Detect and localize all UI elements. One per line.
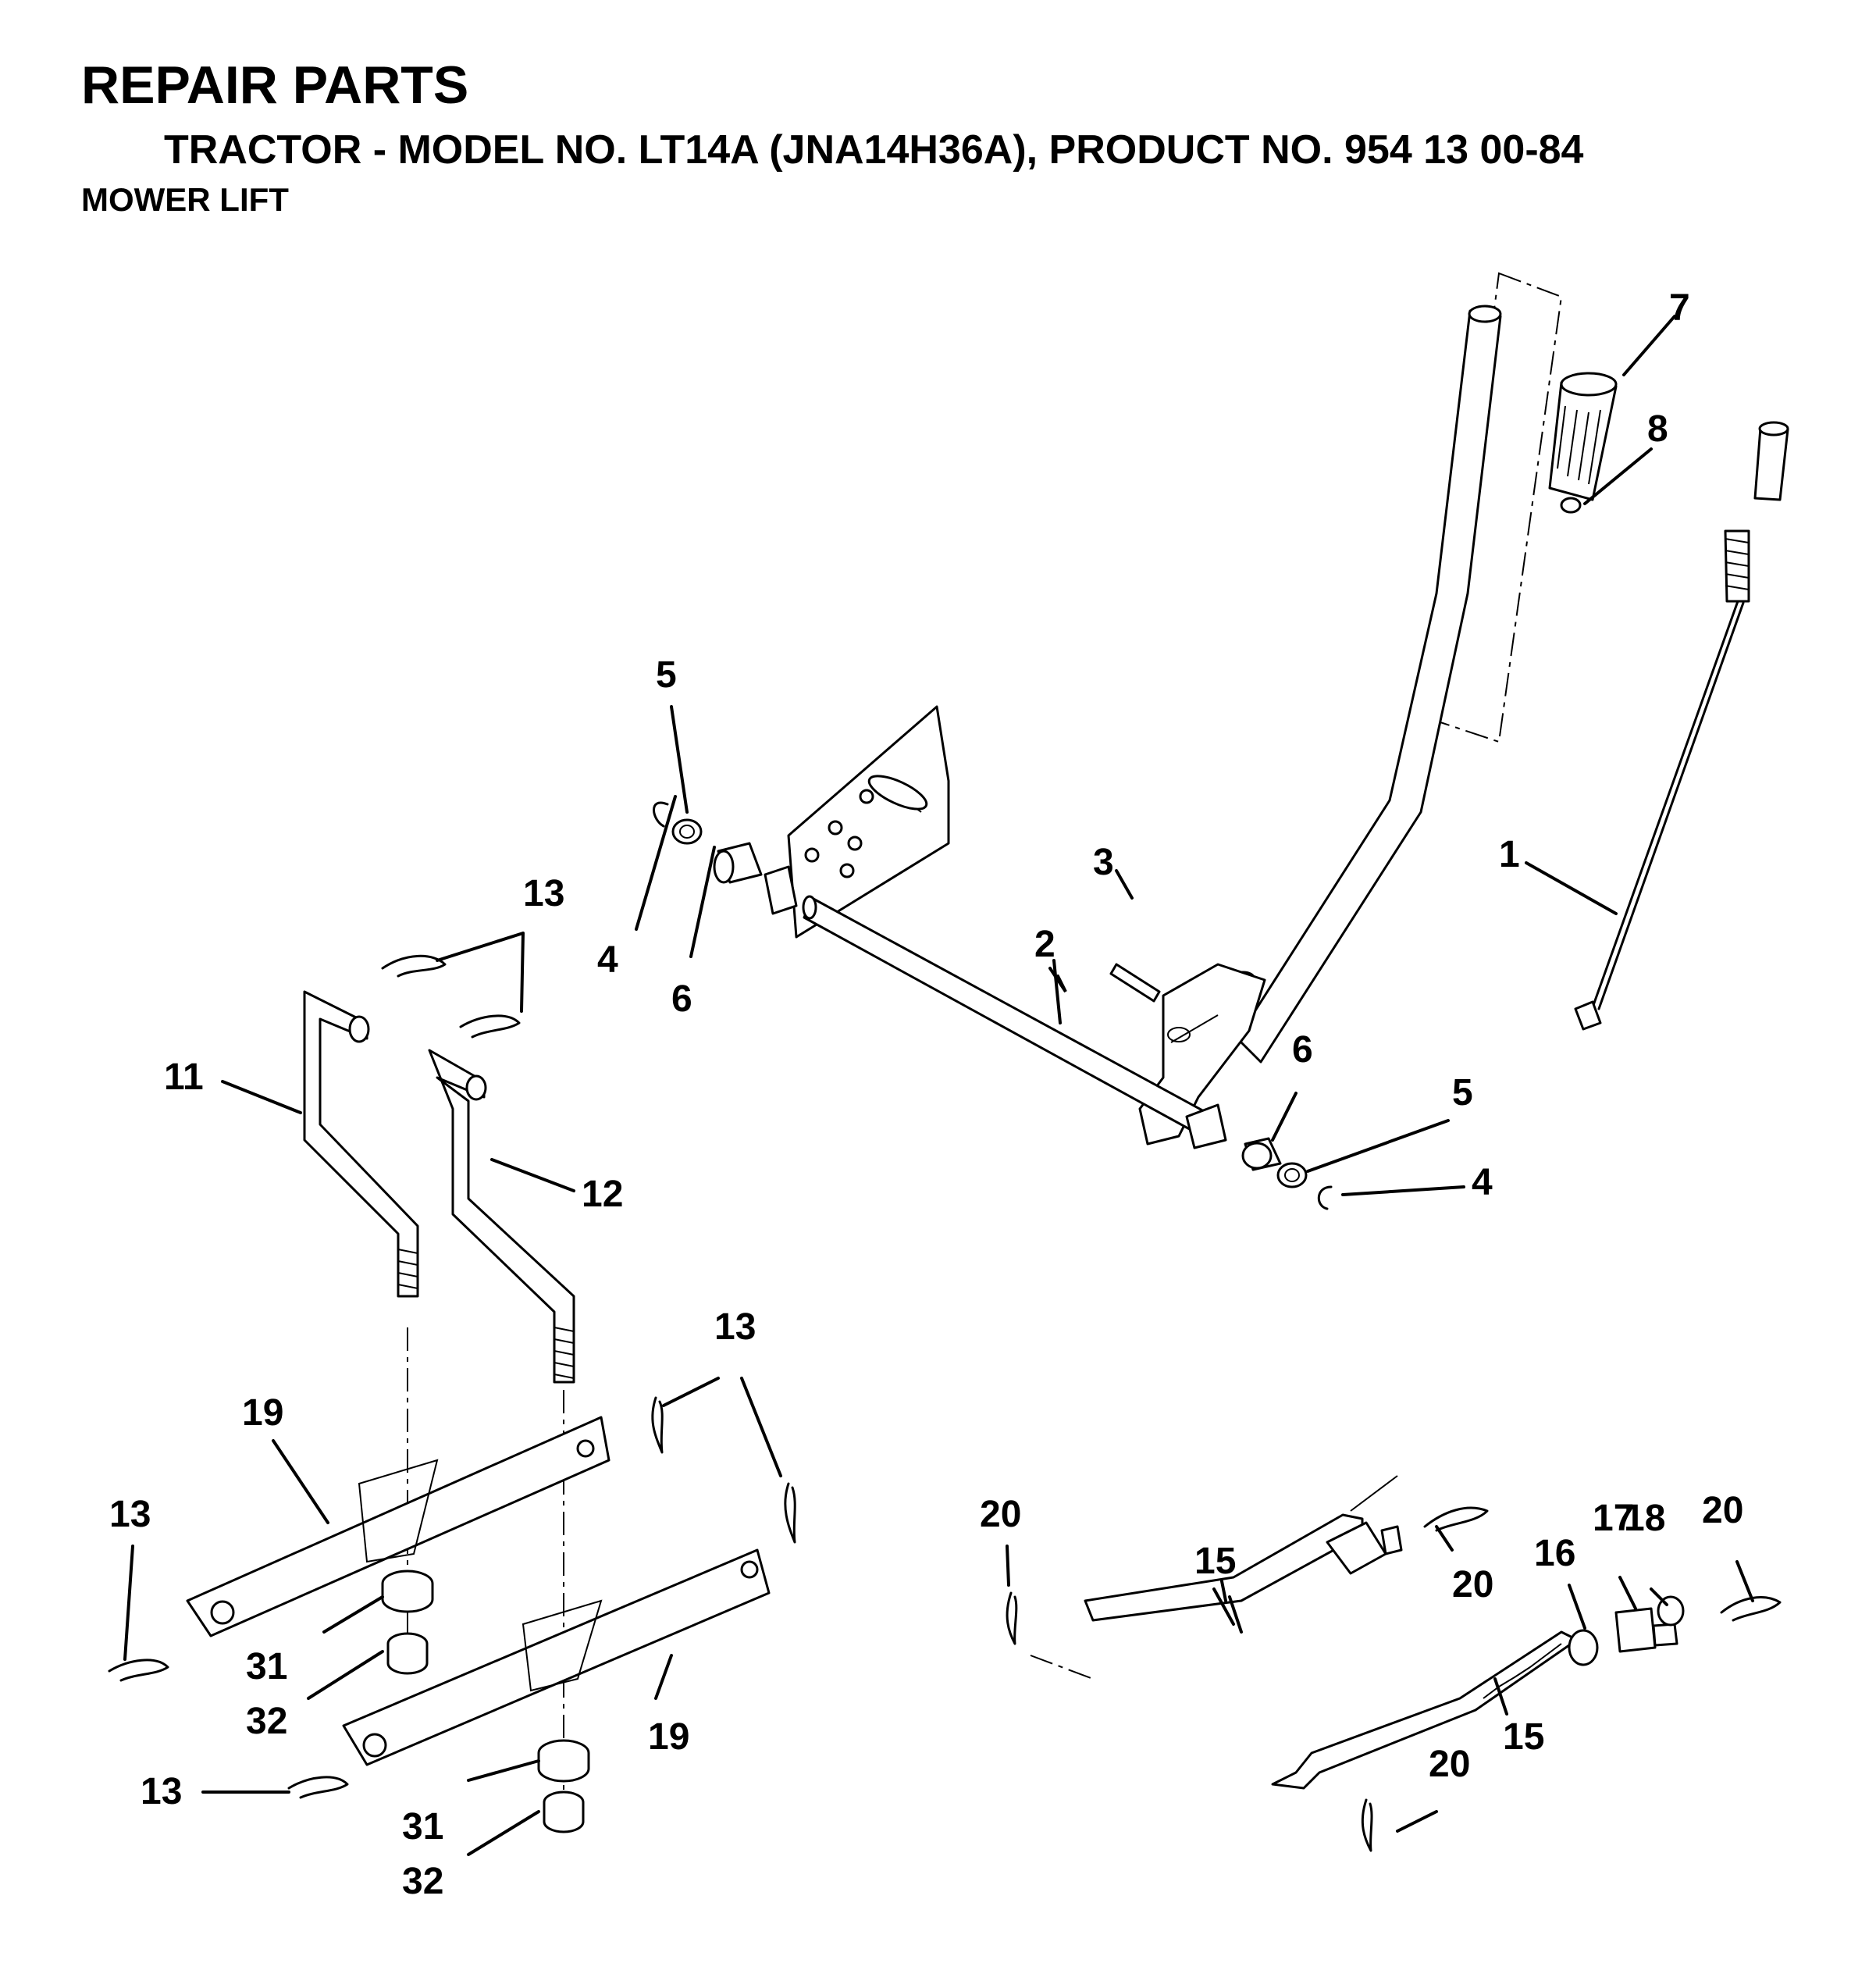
callout-18: 18 [1624, 1498, 1665, 1539]
model-subtitle: TRACTOR - MODEL NO. LT14A (JNA14H36A), P… [164, 127, 1584, 173]
drag-link-upper-centerline [1030, 1655, 1094, 1680]
lift-link-11 [303, 990, 419, 1298]
callout-20-top: 20 [1452, 1564, 1493, 1605]
lift-link-12 [428, 1049, 575, 1384]
callout-8: 8 [1647, 408, 1668, 450]
leader-lines [123, 315, 1754, 1856]
callout-19-upper: 19 [242, 1392, 283, 1434]
callout-13-left: 13 [109, 1494, 151, 1535]
callout-31-right: 31 [402, 1806, 443, 1848]
callout-6-right: 6 [1292, 1029, 1313, 1071]
left-shaft-hardware [653, 801, 763, 884]
callout-4-left: 4 [597, 939, 618, 981]
callout-31-left: 31 [246, 1646, 287, 1687]
spacer-nut-left [381, 1570, 434, 1675]
page-title: REPAIR PARTS [81, 55, 469, 115]
drag-link-lower [1271, 1630, 1579, 1790]
hairpin-clips-20 [1006, 1506, 1782, 1852]
callout-6-left: 6 [671, 978, 692, 1020]
lift-handle [1230, 272, 1563, 1064]
mounting-plate [787, 705, 950, 939]
callout-32-right: 32 [402, 1861, 443, 1902]
callout-12: 12 [582, 1174, 623, 1215]
lift-arm-upper [186, 1416, 611, 1637]
callout-19-lower: 19 [648, 1716, 689, 1758]
drag-link-upper [1084, 1475, 1403, 1622]
callout-17: 17 [1593, 1498, 1634, 1539]
cross-shaft [764, 865, 1227, 1149]
callout-13-mid: 13 [714, 1306, 756, 1348]
pin [1109, 963, 1161, 1003]
callout-4-right: 4 [1472, 1162, 1493, 1203]
callout-15-lower: 15 [1503, 1716, 1544, 1758]
callout-20-right: 20 [1702, 1490, 1743, 1531]
callout-20-left: 20 [980, 1494, 1021, 1535]
callout-13-bottom: 13 [141, 1771, 182, 1812]
callout-5-right: 5 [1452, 1072, 1473, 1113]
hairpin-clips-13 [108, 954, 796, 1799]
spacer-nut-right [537, 1739, 590, 1833]
lift-rod-spring [1574, 421, 1789, 1031]
callout-13-top: 13 [523, 873, 564, 914]
drag-link-adjuster [1568, 1595, 1685, 1666]
callout-1: 1 [1499, 834, 1520, 875]
callout-7: 7 [1669, 287, 1690, 329]
callout-2: 2 [1034, 924, 1055, 965]
callout-labels: 1 2 3 4 4 5 5 6 6 7 8 11 12 13 13 13 13 … [109, 287, 1743, 1902]
callout-3: 3 [1093, 842, 1114, 883]
section-title: MOWER LIFT [81, 181, 289, 218]
callout-16: 16 [1534, 1533, 1575, 1574]
right-shaft-hardware [1241, 1137, 1333, 1210]
callout-5-left: 5 [656, 654, 677, 696]
callout-32-left: 32 [246, 1701, 287, 1742]
lift-arm-lower [342, 1548, 771, 1766]
callout-11: 11 [164, 1056, 204, 1098]
handle-grip [1548, 372, 1618, 514]
callout-15-upper: 15 [1194, 1541, 1236, 1582]
callout-20-bottom: 20 [1429, 1744, 1470, 1785]
